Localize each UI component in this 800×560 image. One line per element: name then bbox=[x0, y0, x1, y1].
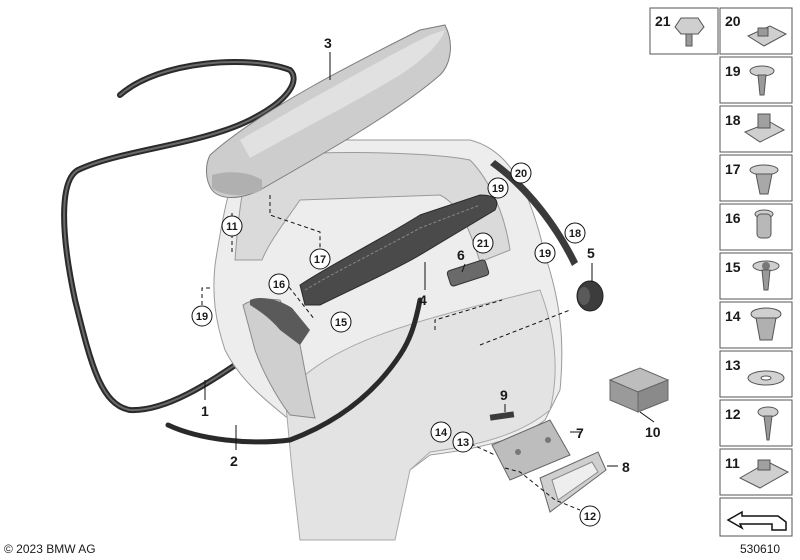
part-cell-17: 17 bbox=[719, 154, 793, 202]
callout-6: 6 bbox=[457, 247, 465, 263]
clip-nut-icon bbox=[746, 25, 788, 47]
part-cell-20: 20 bbox=[719, 7, 793, 55]
svg-text:12: 12 bbox=[725, 406, 741, 422]
part-cell-13: 13 bbox=[719, 350, 793, 398]
svg-text:19: 19 bbox=[539, 248, 551, 260]
handle-strip bbox=[446, 259, 490, 287]
svg-text:2: 2 bbox=[230, 453, 238, 469]
license-plate-bracket-upper bbox=[491, 419, 571, 481]
callout-1: 1 bbox=[201, 403, 209, 419]
svg-text:19: 19 bbox=[196, 311, 208, 323]
svg-text:18: 18 bbox=[725, 112, 741, 128]
part-cell-21: 21 bbox=[649, 7, 719, 55]
svg-text:13: 13 bbox=[457, 437, 469, 449]
side-trim-strip bbox=[490, 160, 578, 266]
callout-14-circle: 14 bbox=[430, 421, 452, 443]
svg-text:8: 8 bbox=[622, 459, 630, 475]
svg-text:16: 16 bbox=[273, 279, 285, 291]
callout-2: 2 bbox=[230, 453, 238, 469]
part-cell-11: 11 bbox=[719, 448, 793, 496]
rubber-buffer bbox=[576, 280, 604, 312]
callout-19-circle-right: 19 bbox=[534, 242, 556, 264]
svg-text:17: 17 bbox=[725, 161, 741, 177]
diagram-number: 530610 bbox=[740, 542, 780, 556]
callout-20-circle: 20 bbox=[510, 162, 532, 184]
svg-text:3: 3 bbox=[324, 35, 332, 51]
callout-10: 10 bbox=[645, 424, 661, 440]
callout-9: 9 bbox=[500, 387, 508, 403]
part-cell-14: 14 bbox=[719, 301, 793, 349]
callout-7: 7 bbox=[576, 425, 584, 441]
svg-text:20: 20 bbox=[725, 13, 741, 29]
callout-16-circle: 16 bbox=[268, 273, 290, 295]
collar-screw-icon bbox=[752, 260, 780, 291]
svg-text:15: 15 bbox=[725, 259, 741, 275]
copyright-text: © 2023 BMW AG bbox=[4, 542, 96, 556]
svg-text:20: 20 bbox=[515, 168, 527, 180]
part-cell-19: 19 bbox=[719, 56, 793, 104]
nut-clip-icon bbox=[743, 113, 786, 143]
svg-text:12: 12 bbox=[584, 511, 596, 523]
clip-bracket-icon bbox=[738, 459, 790, 489]
svg-text:19: 19 bbox=[492, 183, 504, 195]
svg-text:9: 9 bbox=[500, 387, 508, 403]
svg-text:21: 21 bbox=[655, 13, 671, 29]
callout-19-circle-left: 19 bbox=[191, 305, 213, 327]
callout-17-circle: 17 bbox=[309, 248, 331, 270]
svg-text:14: 14 bbox=[725, 308, 741, 324]
callout-4: 4 bbox=[419, 292, 427, 308]
callout-11-circle: 11 bbox=[221, 215, 243, 237]
expansion-rivet-icon bbox=[749, 164, 779, 195]
inner-frame-dark-edge bbox=[250, 297, 310, 345]
direction-arrow-icon bbox=[726, 510, 787, 531]
svg-text:11: 11 bbox=[226, 221, 238, 233]
svg-text:15: 15 bbox=[335, 317, 347, 329]
screw-icon bbox=[749, 65, 775, 96]
callout-19-circle-top: 19 bbox=[487, 177, 509, 199]
svg-text:11: 11 bbox=[725, 455, 740, 471]
callout-13-circle: 13 bbox=[452, 431, 474, 453]
inner-trim-panel bbox=[299, 194, 498, 306]
callout-5: 5 bbox=[587, 245, 595, 261]
svg-text:5: 5 bbox=[587, 245, 595, 261]
svg-text:6: 6 bbox=[457, 247, 465, 263]
callout-15-circle: 15 bbox=[330, 311, 352, 333]
self-tapping-screw-icon bbox=[757, 406, 779, 441]
small-strip bbox=[489, 411, 515, 421]
svg-text:10: 10 bbox=[645, 424, 661, 440]
svg-text:21: 21 bbox=[477, 238, 489, 250]
callout-12-circle: 12 bbox=[579, 505, 601, 527]
washer-icon bbox=[747, 370, 785, 386]
svg-text:13: 13 bbox=[725, 357, 741, 373]
callout-3: 3 bbox=[324, 35, 332, 51]
part-cell-15: 15 bbox=[719, 252, 793, 300]
svg-text:7: 7 bbox=[576, 425, 584, 441]
part-cell-18: 18 bbox=[719, 105, 793, 153]
lower-seal-strip bbox=[165, 297, 423, 445]
svg-text:18: 18 bbox=[569, 228, 581, 240]
callout-18-circle: 18 bbox=[564, 222, 586, 244]
hex-bolt-icon bbox=[674, 17, 705, 47]
callout-8: 8 bbox=[622, 459, 630, 475]
callout-21-circle: 21 bbox=[472, 232, 494, 254]
svg-text:1: 1 bbox=[201, 403, 209, 419]
fir-tree-clip-icon bbox=[750, 307, 782, 341]
part-cell-12: 12 bbox=[719, 399, 793, 447]
plastic-plug-icon bbox=[754, 209, 774, 239]
orientation-cell bbox=[719, 497, 793, 537]
svg-text:16: 16 bbox=[725, 210, 741, 226]
svg-text:17: 17 bbox=[314, 254, 326, 266]
svg-text:19: 19 bbox=[725, 63, 741, 79]
foam-block bbox=[608, 367, 670, 413]
svg-text:4: 4 bbox=[419, 292, 427, 308]
svg-text:14: 14 bbox=[435, 427, 448, 439]
part-cell-16: 16 bbox=[719, 203, 793, 251]
tailgate-inner-frame bbox=[234, 152, 511, 263]
